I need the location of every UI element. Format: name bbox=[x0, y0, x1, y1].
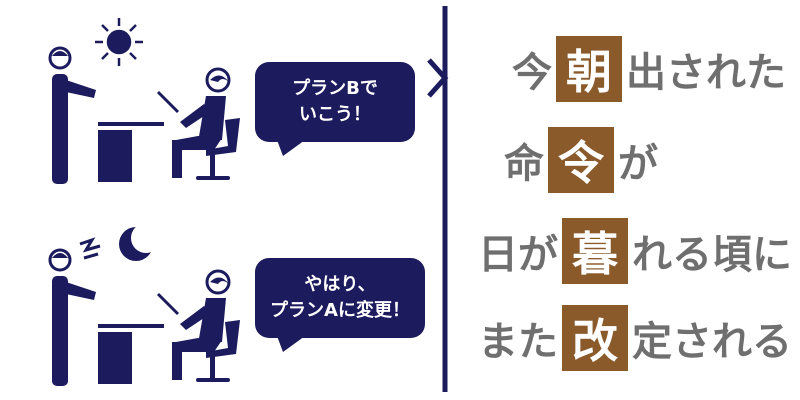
row-text-after: 定される bbox=[632, 319, 792, 365]
bracket-divider bbox=[427, 6, 449, 392]
boss-figure bbox=[48, 248, 96, 386]
idiom-row-1: 今 朝 出された bbox=[512, 36, 786, 102]
row-text-before: 今 bbox=[512, 50, 552, 96]
row-text-after: が bbox=[618, 141, 658, 187]
row-text-after: れる頃に bbox=[632, 232, 792, 278]
row-text-after: 出された bbox=[626, 50, 786, 96]
row-text-before: また bbox=[478, 319, 558, 365]
highlight-kanji: 朝 bbox=[556, 36, 622, 102]
sun-icon bbox=[95, 18, 143, 66]
bubble-line-1: やはり、 bbox=[304, 274, 376, 295]
idiom-row-2: 命 令 が bbox=[504, 127, 658, 193]
speech-bubble-evening: やはり、 プランAに変更！ bbox=[255, 258, 425, 352]
bubble-line-1: プランBで bbox=[292, 78, 378, 99]
highlight-kanji: 令 bbox=[548, 127, 614, 193]
row-text-before: 命 bbox=[504, 141, 544, 187]
employee-figure bbox=[156, 269, 240, 382]
row-text-before: 日が bbox=[478, 232, 558, 278]
idiom-row-3: 日が 暮 れる頃に bbox=[478, 218, 792, 284]
desk bbox=[98, 324, 164, 384]
frustration-icon bbox=[79, 237, 101, 260]
idiom-row-4: また 改 定される bbox=[478, 305, 792, 371]
crescent-moon-icon bbox=[119, 223, 161, 261]
bubble-line-2: いこう！ bbox=[299, 104, 371, 125]
highlight-kanji: 改 bbox=[562, 305, 628, 371]
highlight-kanji: 暮 bbox=[562, 218, 628, 284]
desk bbox=[98, 122, 164, 182]
evening-scene: やはり、 プランAに変更！ bbox=[0, 200, 440, 400]
office-illustration bbox=[48, 223, 240, 386]
office-illustration bbox=[48, 18, 240, 184]
boss-figure bbox=[48, 46, 96, 184]
bubble-line-2: プランAに変更！ bbox=[270, 300, 410, 321]
employee-figure bbox=[156, 67, 240, 180]
speech-bubble-morning: プランBで いこう！ bbox=[255, 62, 415, 156]
morning-scene: プランBで いこう！ bbox=[0, 0, 440, 200]
bubble-tail bbox=[277, 336, 305, 352]
bubble-tail bbox=[277, 140, 305, 156]
